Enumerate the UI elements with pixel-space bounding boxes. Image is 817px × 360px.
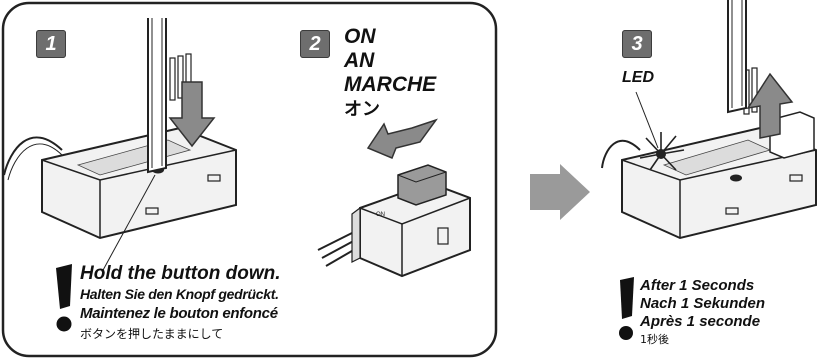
press-pin-step1 bbox=[148, 18, 166, 172]
step3-caption-de: Nach 1 Sekunden bbox=[640, 296, 765, 311]
led-label: LED bbox=[622, 70, 654, 86]
press-pin-step3 bbox=[728, 0, 746, 112]
step1-caption-de: Halten Sie den Knopf gedrückt. bbox=[80, 287, 279, 301]
step-2-badge: 2 bbox=[300, 30, 330, 58]
switch-step2: ON bbox=[318, 165, 470, 276]
warning-exclamation-icon bbox=[619, 277, 634, 340]
left-arrow-icon bbox=[368, 120, 436, 158]
right-arrow-icon bbox=[530, 164, 590, 220]
step1-caption-fr: Maintenez le bouton enfoncé bbox=[80, 306, 278, 321]
label-on: ON bbox=[344, 26, 376, 47]
step3-caption-ja: 1秒後 bbox=[640, 334, 669, 345]
step-3-badge: 3 bbox=[622, 30, 652, 58]
warning-exclamation-icon bbox=[56, 264, 72, 332]
step3-caption-fr: Après 1 seconde bbox=[640, 314, 760, 329]
label-an: AN bbox=[344, 50, 374, 71]
svg-text:ON: ON bbox=[376, 212, 385, 218]
step-1-badge: 1 bbox=[36, 30, 66, 58]
step1-caption-ja: ボタンを押したままにして bbox=[80, 328, 223, 340]
step3-caption-en: After 1 Seconds bbox=[640, 278, 754, 293]
label-marche: MARCHE bbox=[344, 74, 436, 95]
label-on-ja: オン bbox=[344, 101, 380, 119]
step1-caption-en: Hold the button down. bbox=[80, 264, 281, 283]
